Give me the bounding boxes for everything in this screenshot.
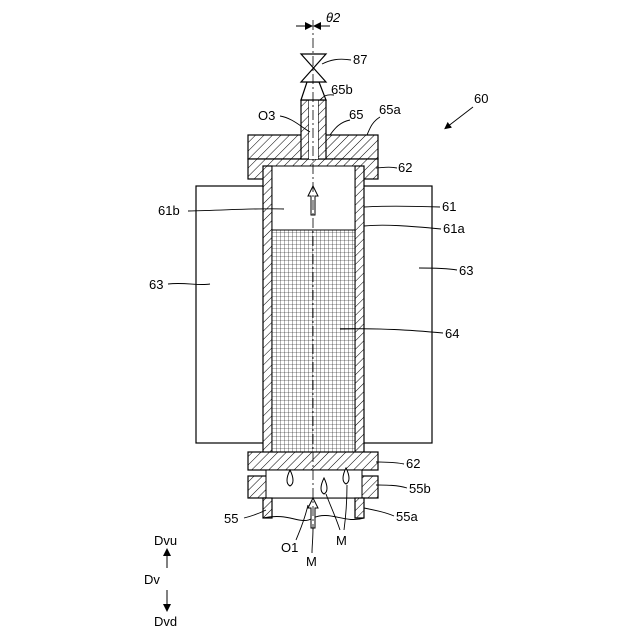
valve-87 xyxy=(301,54,326,82)
leader-55a xyxy=(364,508,394,516)
heater-left xyxy=(196,186,267,443)
tube-wall-right xyxy=(355,166,364,462)
heater-right xyxy=(359,186,432,443)
packed-bed-64 xyxy=(272,230,355,462)
outlet-pipe-bore xyxy=(309,100,318,159)
label-55a: 55a xyxy=(396,509,418,524)
outlet-pipe-wall-right xyxy=(318,100,326,159)
tube-wall-left xyxy=(263,166,272,462)
label-Dvd: Dvd xyxy=(154,614,177,629)
label-62-top: 62 xyxy=(398,160,412,175)
leader-55b xyxy=(376,485,407,488)
leader-65 xyxy=(330,120,350,135)
outlet-pipe-wall-left xyxy=(301,100,309,159)
label-O1: O1 xyxy=(281,540,298,555)
leader-62-bottom xyxy=(376,462,404,464)
leader-60 xyxy=(447,107,473,127)
label-55: 55 xyxy=(224,511,238,526)
label-O3: O3 xyxy=(258,108,275,123)
label-61b: 61b xyxy=(158,203,180,218)
inlet-pipe-wall-left xyxy=(263,498,272,518)
label-55b: 55b xyxy=(409,481,431,496)
leader-87 xyxy=(322,59,351,64)
label-61: 61 xyxy=(442,199,456,214)
label-M-center: M xyxy=(306,554,317,569)
label-61a: 61a xyxy=(443,221,465,236)
label-65a: 65a xyxy=(379,102,401,117)
label-65b: 65b xyxy=(331,82,353,97)
leader-62-top xyxy=(376,167,397,168)
label-theta2: θ2 xyxy=(326,10,341,25)
label-Dv: Dv xyxy=(144,572,160,587)
label-64: 64 xyxy=(445,326,459,341)
label-60: 60 xyxy=(474,91,488,106)
leader-M-right-1 xyxy=(326,494,340,530)
label-87: 87 xyxy=(353,52,367,67)
label-Dvu: Dvu xyxy=(154,533,177,548)
label-62-bottom: 62 xyxy=(406,456,420,471)
label-65: 65 xyxy=(349,107,363,122)
leader-65a xyxy=(367,117,380,135)
inlet-pipe-wall-right xyxy=(355,498,364,518)
label-63-right: 63 xyxy=(459,263,473,278)
label-63-left: 63 xyxy=(149,277,163,292)
leader-M-center xyxy=(312,528,313,553)
leader-O1 xyxy=(296,505,308,540)
label-M-right: M xyxy=(336,533,347,548)
